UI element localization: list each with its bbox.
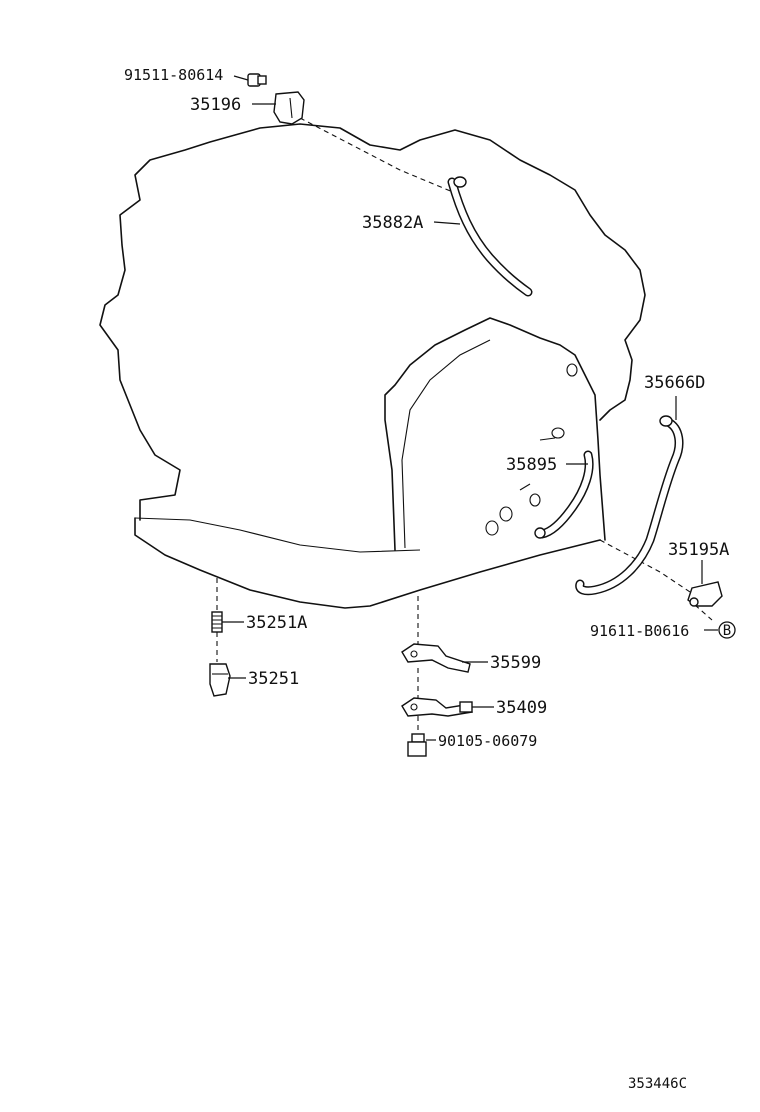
- label-35882A: 35882A: [362, 213, 423, 233]
- oil-pan-lip: [134, 517, 421, 553]
- oil-pan-outline: [134, 517, 601, 609]
- label-35895: 35895: [506, 455, 557, 475]
- bellhousing-outline: [384, 317, 606, 551]
- housing-bolt-bosses: [485, 363, 578, 536]
- assembly-line-clip: [694, 604, 713, 621]
- diagram-code: 353446C: [628, 1076, 687, 1092]
- label-90105-06079: 90105-06079: [438, 732, 537, 750]
- assembly-line-clamp: [599, 539, 691, 593]
- label-35409: 35409: [496, 698, 547, 718]
- hose-35895: [534, 450, 594, 539]
- transaxle-housing-outline: [99, 123, 646, 521]
- clamp-35196: [273, 91, 305, 125]
- clamp-35195A: [687, 581, 723, 607]
- label-35251: 35251: [248, 669, 299, 689]
- plug-35251: [209, 663, 231, 697]
- label-91511-80614: 91511-80614: [124, 66, 223, 84]
- bolt-91511-80614: [247, 73, 267, 87]
- hose-35666D: [575, 415, 684, 596]
- label-35666D: 35666D: [644, 373, 705, 393]
- hose-35882A: [447, 176, 533, 297]
- callout-b-letter: B: [723, 623, 731, 639]
- sensor-35409: [401, 697, 473, 717]
- bracket-35599: [401, 643, 471, 673]
- bellhousing-inner-edge: [401, 339, 491, 549]
- leader-lines: [222, 75, 718, 741]
- label-91611-B0616: 91611-B0616: [590, 622, 689, 640]
- label-35251A: 35251A: [246, 613, 307, 633]
- spring-35251A: [211, 611, 223, 633]
- label-35196: 35196: [190, 95, 241, 115]
- label-35195A: 35195A: [668, 540, 729, 560]
- callout-b-circle: [718, 621, 736, 639]
- label-35599: 35599: [490, 653, 541, 673]
- bolt-90105-06079: [407, 733, 427, 757]
- assembly-line-vent: [299, 117, 461, 196]
